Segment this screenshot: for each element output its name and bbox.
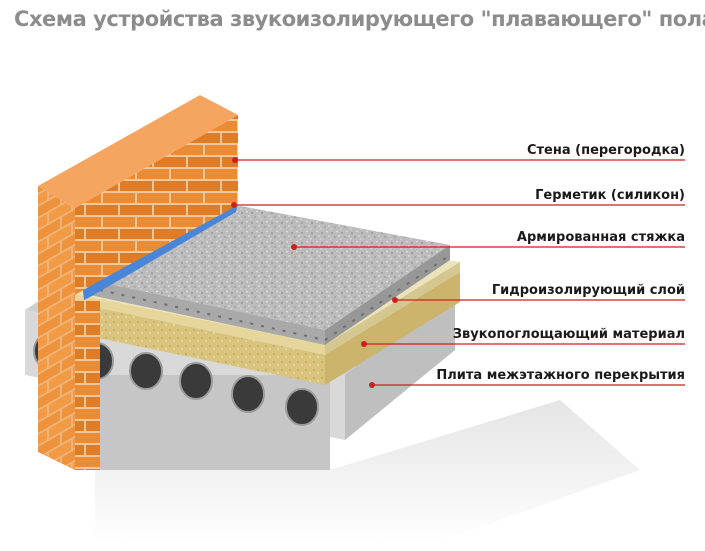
- leader-dot-slab: [369, 382, 375, 388]
- floor-shadow: [95, 400, 640, 545]
- leader-dot-sealant: [231, 202, 237, 208]
- leader-dot-screed: [291, 244, 297, 250]
- slab-hole: [231, 375, 265, 413]
- sealant-strip: [82, 203, 238, 300]
- label-sound-absorbing: Звукопоглощающий материал: [453, 327, 685, 342]
- label-waterproofing: Гидроизолирующий слой: [492, 283, 685, 298]
- label-slab: Плита межэтажного перекрытия: [436, 368, 685, 383]
- leader-dot-waterproofing: [392, 297, 398, 303]
- leader-dot-wall: [232, 157, 238, 163]
- leader-lines: [231, 157, 685, 388]
- leader-dot-sound-absorbing: [361, 341, 367, 347]
- brick-wall: [38, 95, 238, 470]
- slab-hole: [285, 388, 319, 426]
- label-sealant: Герметик (силикон): [535, 188, 685, 203]
- slab-hole: [129, 352, 163, 390]
- label-screed: Армированная стяжка: [517, 230, 685, 245]
- page-title: Схема устройства звукоизолирующего "плав…: [14, 7, 705, 31]
- label-wall: Стена (перегородка): [527, 143, 685, 158]
- slab-hole: [179, 362, 213, 400]
